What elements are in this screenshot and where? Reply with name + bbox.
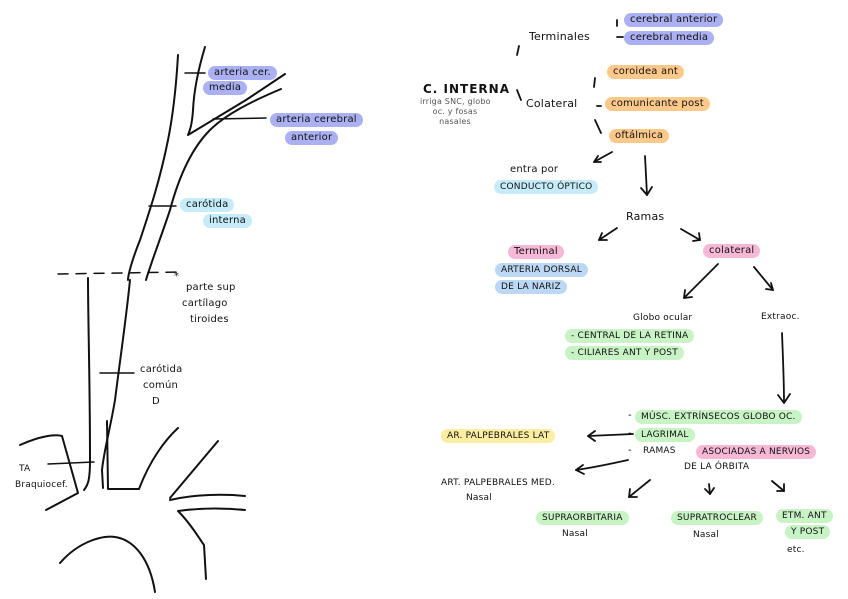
label-line: arteria cerebral <box>270 113 363 127</box>
node-extraoc: Extraoc. <box>761 312 800 322</box>
vessel-left-wall <box>127 54 179 281</box>
root-subtitle: nasales <box>439 117 471 126</box>
label-line: común <box>143 380 179 391</box>
bullet: - <box>628 410 632 421</box>
label-line: arteria cer. <box>208 66 277 80</box>
node-palpebrales-med-sub: Nasal <box>466 493 492 503</box>
node-colateral: colateral <box>703 244 761 258</box>
label-line: tiroides <box>190 314 229 325</box>
node-ramas: Ramas <box>626 210 665 223</box>
aortic-branch-right-1 <box>169 440 219 499</box>
label-line: cartílago <box>182 298 228 309</box>
node-supraorbitaria-sub: Nasal <box>562 529 588 539</box>
label-line: carótida <box>140 364 183 375</box>
node-cerebral-media: cerebral media <box>624 31 715 45</box>
node-terminal: Terminal <box>508 245 564 259</box>
node-musc-extrinsecos: MÚSC. EXTRÍNSECOS GLOBO OC. <box>635 410 802 424</box>
node-etm-post: Y POST <box>785 525 831 539</box>
node-colateral-top: Colateral <box>526 97 578 110</box>
vessel-right-wall <box>187 46 286 136</box>
label-entra-por: entra por <box>510 164 559 175</box>
aortic-branch-right-2 <box>169 493 246 501</box>
node-arteria-dorsal: ARTERIA DORSAL <box>495 263 588 277</box>
node-asociadas-nervios: ASOCIADAS A NERVIOS <box>696 445 817 459</box>
root-subtitle: oc. y fosas <box>432 107 478 116</box>
aortic-branch-right-3 <box>177 507 246 580</box>
common-carotid-right <box>101 279 131 489</box>
node-palpebrales-med: ART. PALPEBRALES MED. <box>441 478 555 488</box>
label-line: anterior <box>285 131 339 145</box>
node-supraorbitaria: SUPRAORBITARIA <box>536 511 629 525</box>
node-de-la-orbita: DE LA ÓRBITA <box>684 462 750 472</box>
label-line: parte sup <box>186 282 236 293</box>
node-supratroclear-sub: Nasal <box>693 530 719 540</box>
aortic-arch-bottom <box>59 535 156 593</box>
node-ciliares: - CILIARES ANT Y POST <box>565 346 684 360</box>
node-supratroclear: SUPRATROCLEAR <box>671 511 763 525</box>
label-line: TA <box>19 464 31 474</box>
left-vessel-drawing <box>19 46 286 593</box>
node-oftalmica: oftálmica <box>609 129 670 143</box>
node-etm-ant: ETM. ANT <box>776 509 833 523</box>
node-etm-sub: etc. <box>787 545 805 555</box>
label-line: carótida <box>180 198 235 212</box>
aca-lower-wall <box>145 88 282 281</box>
node-coroidea-ant: coroidea ant <box>607 65 684 79</box>
left-label-leaders <box>47 72 267 465</box>
node-terminales: Terminales <box>529 30 590 43</box>
brachiocephalic-left <box>19 434 79 511</box>
node-globo-ocular: Globo ocular <box>633 313 693 323</box>
label-line: Braquiocef. <box>15 480 68 490</box>
bullet: - <box>628 445 632 456</box>
root-title: C. INTERNA <box>423 82 511 96</box>
common-carotid-left <box>83 277 91 491</box>
node-central-retina: - CENTRAL DE LA RETINA <box>565 329 695 343</box>
node-lagrimal: LAGRIMAL <box>635 428 695 442</box>
node-ramas-list: RAMAS <box>643 446 676 456</box>
asterisk-mark: * <box>174 271 180 282</box>
node-de-la-nariz: DE LA NARIZ <box>495 280 567 294</box>
right-connectors <box>516 19 791 498</box>
aortic-arch-left <box>106 420 179 490</box>
label-line: interna <box>203 214 252 228</box>
node-cerebral-anterior: cerebral anterior <box>624 13 724 27</box>
label-line: media <box>203 81 248 95</box>
label-line: D <box>152 396 160 407</box>
dashed-level-line <box>57 271 181 275</box>
node-comunicante-post: comunicante post <box>605 97 710 111</box>
node-conducto-optico: CONDUCTO ÓPTICO <box>494 180 599 194</box>
node-palpebrales-lat: AR. PALPEBRALES LAT <box>441 429 556 443</box>
root-subtitle: irriga SNC, globo <box>420 97 491 106</box>
bullet: - <box>628 428 632 439</box>
